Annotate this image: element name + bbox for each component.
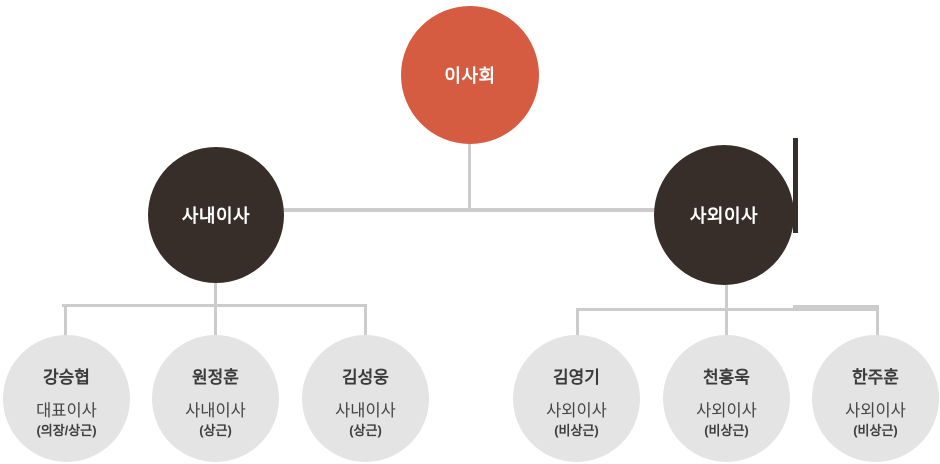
node-external-directors: 사외이사 — [654, 145, 794, 285]
member-note: (상근) — [199, 423, 232, 438]
member-name: 김영기 — [553, 368, 600, 387]
node-internal-directors: 사내이사 — [148, 147, 284, 283]
connector-right-stub-2 — [725, 308, 728, 337]
connector-right-stub-1 — [576, 308, 579, 337]
connector-root-vertical — [468, 142, 471, 210]
member-node-1: 강승협 대표이사 (의장/상근) — [3, 335, 130, 462]
member-title: 사외이사 — [845, 402, 906, 420]
connector-top-horizontal — [284, 208, 658, 212]
vertical-bar-artifact — [793, 138, 798, 233]
member-note: (의장/상근) — [36, 423, 97, 438]
member-node-4: 김영기 사외이사 (비상근) — [513, 335, 640, 462]
connector-right-overlay-segment — [793, 305, 879, 311]
node-internal-directors-label: 사내이사 — [181, 206, 251, 226]
connector-internal-vertical — [214, 280, 217, 307]
member-title: 사내이사 — [335, 402, 396, 420]
connector-left-stub-1 — [64, 304, 67, 337]
node-external-directors-label: 사외이사 — [689, 206, 759, 226]
connector-left-stub-3 — [364, 304, 367, 337]
member-name: 천홍욱 — [703, 368, 750, 387]
member-name: 한주훈 — [852, 368, 899, 387]
member-node-5: 천홍욱 사외이사 (비상근) — [663, 335, 790, 462]
member-note: (비상근) — [853, 423, 898, 438]
connector-external-vertical — [725, 283, 728, 309]
member-title: 사외이사 — [546, 402, 607, 420]
member-node-2: 원정훈 사내이사 (상근) — [152, 335, 279, 462]
member-title: 사외이사 — [696, 402, 757, 420]
member-note: (비상근) — [554, 423, 599, 438]
node-board-label: 이사회 — [444, 66, 496, 86]
member-title: 대표이사 — [36, 402, 97, 420]
member-node-6: 한주훈 사외이사 (비상근) — [812, 335, 939, 462]
member-node-3: 김성웅 사내이사 (상근) — [302, 335, 429, 462]
connector-left-stub-2 — [214, 304, 217, 337]
member-name: 강승협 — [43, 368, 90, 387]
member-note: (비상근) — [704, 423, 749, 438]
member-name: 김성웅 — [342, 368, 389, 387]
member-title: 사내이사 — [185, 402, 246, 420]
member-note: (상근) — [349, 423, 382, 438]
member-name: 원정훈 — [192, 368, 239, 387]
connector-right-stub-3 — [876, 308, 879, 337]
node-board: 이사회 — [401, 6, 539, 144]
